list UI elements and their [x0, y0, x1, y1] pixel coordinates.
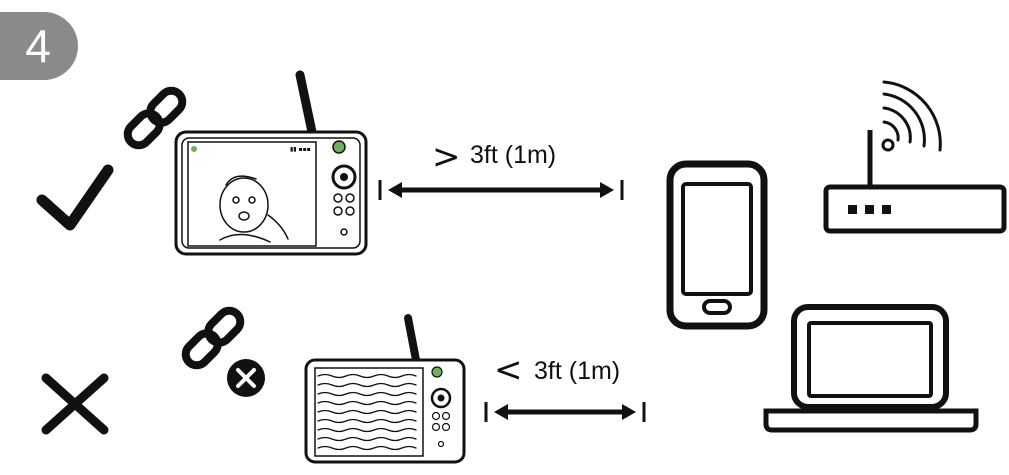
parent-unit-monitor-static: [304, 314, 466, 464]
check-icon: [36, 164, 114, 231]
broken-link-icon: [181, 306, 265, 397]
laptop-icon: [763, 304, 979, 433]
distance-arrow-far: [378, 180, 624, 200]
distance-label-far: 3ft (1m): [470, 141, 556, 169]
control-buttons: [331, 140, 357, 236]
svg-text:▮▮ ▪▪▪: ▮▮ ▪▪▪: [290, 146, 311, 153]
chain-link-icon: [123, 86, 187, 150]
static-lines: [317, 373, 417, 451]
baby-face-image: [219, 175, 289, 243]
comparator-greater: >: [432, 137, 461, 177]
distance-label-near: 3ft (1m): [534, 357, 620, 385]
parent-unit-monitor: ▮▮ ▪▪▪: [174, 70, 368, 256]
step-badge: 4: [0, 12, 78, 80]
wifi-router-icon: [823, 80, 1007, 234]
step-number: 4: [25, 20, 51, 72]
distance-arrow-near: [484, 402, 646, 422]
cross-icon: [41, 373, 109, 435]
smartphone-icon: [666, 160, 768, 330]
comparator-less: <: [494, 350, 523, 390]
